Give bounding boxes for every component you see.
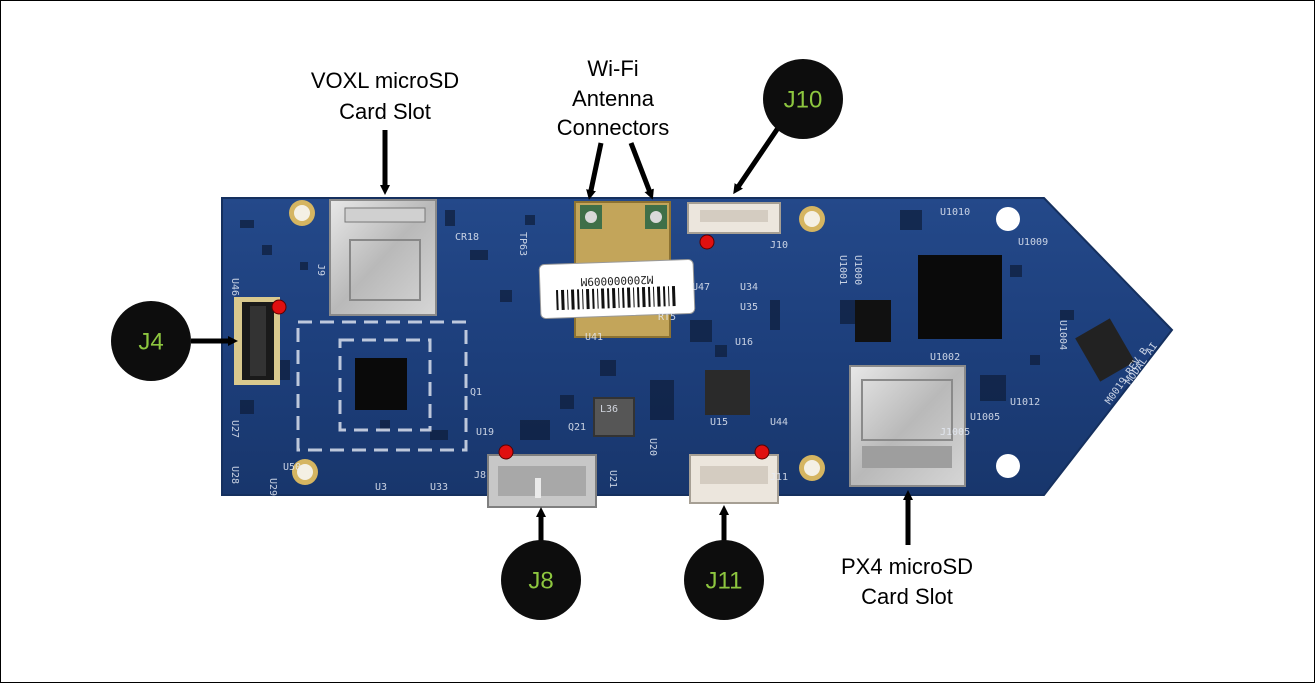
- badge-j10-text: J10: [784, 87, 823, 114]
- label-px4-sd-line2: Card Slot: [861, 584, 953, 609]
- label-wifi: Wi-Fi Antenna Connectors: [557, 56, 670, 140]
- svg-text:U1001: U1001: [837, 255, 848, 285]
- svg-text:J11: J11: [770, 472, 788, 483]
- svg-text:U1010: U1010: [940, 207, 970, 218]
- badge-j4: J4: [111, 301, 191, 381]
- arrow-wifi-right: [628, 142, 654, 200]
- svg-text:J1005: J1005: [940, 427, 970, 438]
- pin1-markers: [271, 234, 770, 460]
- sticker-serial: M200000009M: [580, 273, 654, 289]
- connector-j10: [687, 202, 781, 234]
- chip-processor: [918, 255, 1002, 339]
- svg-text:TP63: TP63: [517, 232, 528, 256]
- svg-text:U44: U44: [770, 417, 788, 428]
- svg-text:U28: U28: [229, 466, 240, 484]
- svg-text:U47: U47: [692, 282, 710, 293]
- svg-text:U1005: U1005: [970, 412, 1000, 423]
- badge-j10: J10: [763, 59, 843, 139]
- svg-text:U33: U33: [430, 482, 448, 493]
- chip-lower-left: [355, 358, 407, 410]
- silkscreen-outlines: [296, 320, 468, 452]
- badge-j4-text: J4: [138, 329, 163, 356]
- svg-text:L36: L36: [600, 404, 618, 415]
- chip-small-2: [1075, 318, 1135, 382]
- svg-text:U41: U41: [585, 332, 603, 343]
- badge-j11-text: J11: [706, 568, 743, 595]
- badge-j11: J11: [684, 540, 764, 620]
- svg-text:Q21: Q21: [568, 422, 586, 433]
- connector-j8: [487, 454, 597, 508]
- label-voxl-sd-line1: VOXL microSD: [311, 68, 459, 93]
- arrow-wifi-left: [586, 142, 604, 200]
- svg-text:U1002: U1002: [930, 352, 960, 363]
- svg-text:U34: U34: [740, 282, 758, 293]
- svg-text:U19: U19: [476, 427, 494, 438]
- svg-text:J8: J8: [474, 470, 486, 481]
- svg-text:U27: U27: [229, 420, 240, 438]
- svg-text:U46: U46: [229, 278, 240, 296]
- svg-text:J9: J9: [315, 264, 326, 276]
- svg-text:U50: U50: [283, 462, 301, 473]
- svg-text:U1012: U1012: [1010, 397, 1040, 408]
- mounting-holes: [289, 200, 1020, 485]
- svg-text:RT5: RT5: [658, 312, 676, 323]
- arrows: [191, 126, 913, 545]
- svg-text:Q1: Q1: [470, 387, 482, 398]
- px4-microsd-slot: [849, 365, 966, 487]
- svg-text:U16: U16: [735, 337, 753, 348]
- label-voxl-sd: VOXL microSD Card Slot: [311, 68, 459, 124]
- svg-text:CR18: CR18: [455, 232, 479, 243]
- badge-j8-text: J8: [528, 568, 553, 595]
- inductor: [593, 397, 635, 437]
- connector-j4: [234, 297, 280, 385]
- connector-j11: [689, 454, 779, 504]
- label-voxl-sd-line2: Card Slot: [339, 99, 431, 124]
- arrow-j10: [733, 126, 781, 195]
- svg-text:J10: J10: [770, 240, 788, 251]
- svg-text:U15: U15: [710, 417, 728, 428]
- label-px4-sd: PX4 microSD Card Slot: [841, 554, 973, 609]
- svg-text:U21: U21: [607, 470, 618, 488]
- label-px4-sd-line1: PX4 microSD: [841, 554, 973, 579]
- svg-text:U1004: U1004: [1057, 320, 1068, 350]
- svg-text:U20: U20: [647, 438, 658, 456]
- voxl-microsd-slot: [329, 199, 437, 316]
- svg-text:U3: U3: [375, 482, 387, 493]
- label-wifi-line2: Antenna: [572, 86, 655, 111]
- power-module: [705, 370, 750, 415]
- svg-text:U29: U29: [267, 478, 278, 496]
- badge-j8: J8: [501, 540, 581, 620]
- svg-text:U1000: U1000: [852, 255, 863, 285]
- svg-text:U1009: U1009: [1018, 237, 1048, 248]
- label-wifi-line3: Connectors: [557, 115, 670, 140]
- serial-sticker: M200000009M: [538, 259, 696, 319]
- component-texture: [240, 210, 1074, 440]
- svg-text:U35: U35: [740, 302, 758, 313]
- chip-small-1: [855, 300, 891, 342]
- label-wifi-line1: Wi-Fi: [587, 56, 638, 81]
